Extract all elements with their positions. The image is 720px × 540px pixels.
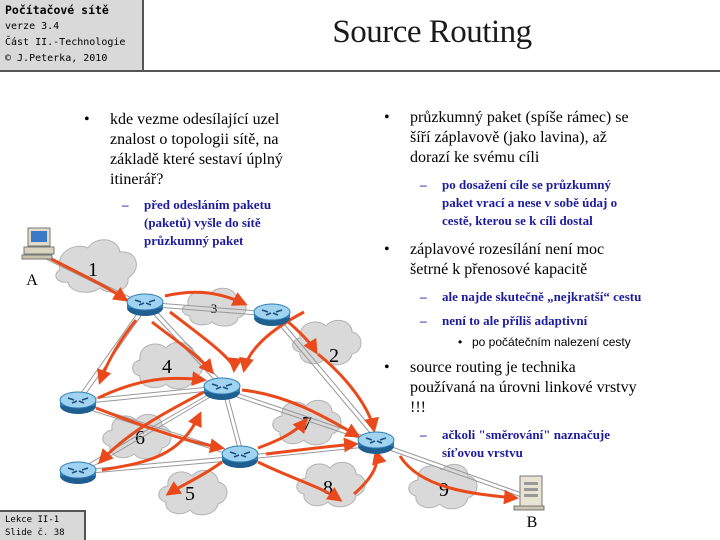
left-bullet-1-line-1: kde vezme odesílající uzel: [110, 111, 280, 128]
right-bullet-1-line-2: šíří záplavově (jako lavina), až: [410, 129, 607, 146]
right-bullet-3-line-2: používaná na úrovni linkové vrstvy: [410, 379, 637, 396]
slide-number: Slide č. 38: [5, 528, 65, 538]
right-sub-5-line-2: síťovou vrstvu: [442, 445, 523, 460]
host-b-label: B: [527, 514, 538, 531]
cloud-label-4: 4: [162, 356, 172, 378]
right-bullet-3-line-1: source routing je technika: [410, 359, 576, 376]
right-bullet-2-line-2: šetrné k přenosové kapacitě: [410, 261, 588, 278]
right-sub-3: – není to ale příliš adaptivní: [420, 313, 588, 328]
cloud-label-3: 3: [211, 301, 218, 316]
right-sub-4: • po počátečním nalezení cesty: [458, 335, 631, 349]
router-4: [203, 377, 241, 401]
left-sub-1-line-2: (paketů) vyšle do sítě: [144, 215, 261, 230]
router-5: [59, 461, 97, 485]
router-2: [253, 303, 291, 327]
router-3: [59, 391, 97, 415]
cloud-label-1: 1: [88, 259, 98, 281]
left-bullet-1-line-2: znalost o topologii sítě, na: [110, 131, 279, 148]
host-a-label: A: [26, 272, 38, 289]
left-bullet-1-line-4: itinerář?: [110, 171, 164, 188]
right-sub-2-line: ale najde skutečně „nejkratší“ cestu: [442, 289, 642, 304]
left-sub-1-line-1: před odesláním paketu: [144, 197, 272, 212]
cloud-label-9: 9: [439, 479, 449, 501]
right-bullet-3: • source routing je technika používaná n…: [384, 359, 637, 416]
right-sub-1-line-1: po dosažení cíle se průzkumný: [442, 177, 612, 192]
right-sub-2: – ale najde skutečně „nejkratší“ cestu: [420, 289, 642, 304]
right-bullet-2-line-1: záplavové rozesílání není moc: [410, 241, 605, 258]
slide-footer: Lekce II-1 Slide č. 38: [0, 510, 86, 540]
course-title: Počítačové sítě: [5, 3, 109, 17]
cloud-label-5: 5: [185, 483, 195, 505]
router-1: [126, 293, 164, 317]
cloud-label-2: 2: [329, 345, 339, 367]
course-copyright: © J.Peterka, 2010: [5, 53, 108, 64]
right-bullet-3-line-3: !!!: [410, 399, 426, 416]
cloud-1: 1: [55, 239, 137, 293]
lesson-label: Lekce II-1: [5, 515, 60, 525]
host-a-computer-icon: [21, 227, 55, 260]
right-bullet-2: • záplavové rozesílání není moc šetrné k…: [384, 241, 605, 278]
right-sub-3-line: není to ale příliš adaptivní: [442, 313, 588, 328]
right-sub-1: – po dosažení cíle se průzkumný paket vr…: [420, 177, 618, 228]
left-sub-1-line-3: průzkumný paket: [144, 233, 244, 248]
course-info-box: Počítačové sítě verze 3.4 Část II.-Techn…: [0, 0, 144, 72]
flood-arrows: [45, 254, 519, 505]
left-bullet-1-line-3: základě které sestaví úplný: [110, 151, 283, 168]
slide-title: Source Routing: [332, 14, 532, 50]
host-b-server-icon: [513, 475, 545, 511]
router-7: [357, 431, 395, 455]
right-sub-5: – ačkoli "směrování" naznačuje síťovou v…: [420, 427, 611, 460]
left-sub-1: – před odesláním paketu (paketů) vyšle d…: [122, 197, 272, 248]
right-sub-1-line-3: cestě, kterou se k cíli dostal: [442, 213, 593, 228]
course-part: Část II.-Technologie: [5, 37, 126, 48]
right-bullet-1-line-3: dorazí ke svému cíli: [410, 149, 540, 166]
router-6: [221, 445, 259, 469]
right-bullet-1-line-1: průzkumný paket (spíše rámec) se: [410, 109, 629, 126]
left-bullet-1: • kde vezme odesílající uzel znalost o t…: [84, 111, 283, 188]
title-bar: Source Routing: [144, 0, 720, 72]
right-sub-4-line: po počátečním nalezení cesty: [472, 335, 631, 349]
course-version: verze 3.4: [5, 21, 60, 32]
right-bullet-1: • průzkumný paket (spíše rámec) se šíří …: [384, 109, 629, 166]
right-sub-5-line-1: ačkoli "směrování" naznačuje: [442, 427, 611, 442]
right-sub-1-line-2: paket vrací a nese v sobě údaj o: [442, 195, 618, 210]
